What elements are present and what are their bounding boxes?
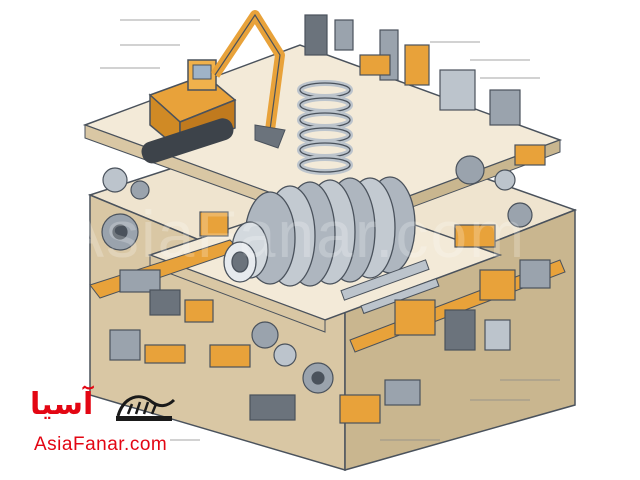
brand-script-logo: آسیا bbox=[30, 387, 94, 422]
brand-website-url[interactable]: AsiaFanar.com bbox=[34, 434, 168, 455]
hand-spring-logo-icon bbox=[116, 395, 176, 421]
